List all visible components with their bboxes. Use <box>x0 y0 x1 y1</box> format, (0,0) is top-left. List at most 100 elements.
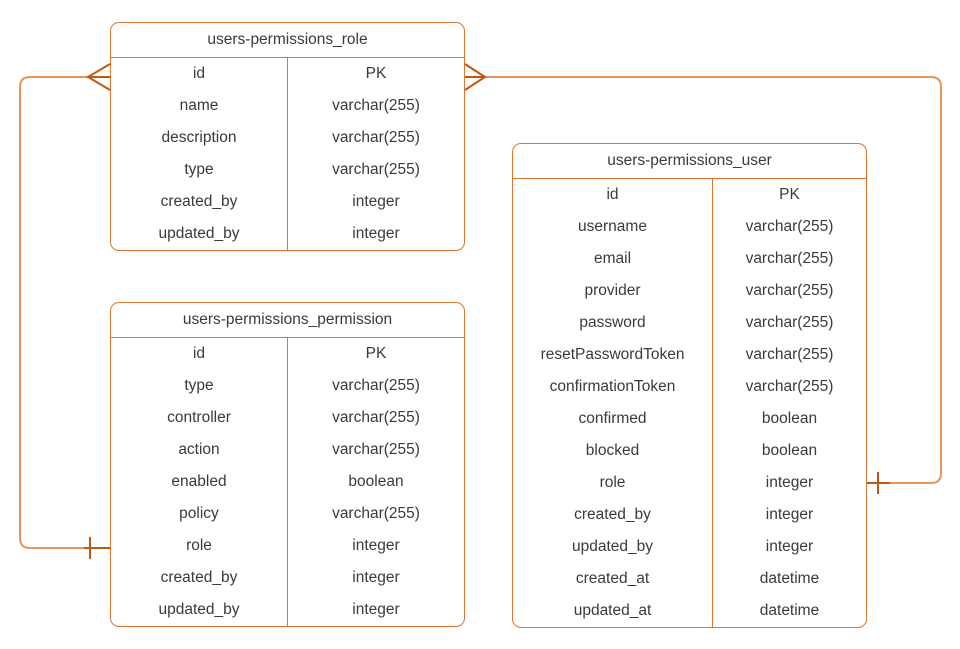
field-name-cell: username <box>513 211 713 243</box>
table-rows: id PK username varchar(255) email varcha… <box>513 179 866 627</box>
table-row: blocked boolean <box>513 435 866 467</box>
field-name-cell: resetPasswordToken <box>513 339 713 371</box>
field-type-cell: varchar(255) <box>332 377 420 394</box>
table-row: created_by integer <box>111 186 464 218</box>
field-name-cell: name <box>111 90 288 122</box>
field-name-cell: type <box>111 154 288 186</box>
field-type-cell: varchar(255) <box>745 314 834 331</box>
field-name-cell: policy <box>111 498 288 530</box>
field-name-cell: id <box>111 58 288 90</box>
table-row: confirmed boolean <box>513 403 866 435</box>
field-type-cell: varchar(255) <box>745 218 834 235</box>
field-name-cell: confirmed <box>513 403 713 435</box>
field-type-cell: integer <box>352 537 400 554</box>
table-row: updated_at datetime <box>513 595 866 627</box>
field-type-cell: integer <box>352 569 400 586</box>
field-type-cell: PK <box>365 65 387 82</box>
field-type-cell: varchar(255) <box>745 346 834 363</box>
cardinality-one-tick-icon <box>84 537 110 559</box>
table-row: updated_by integer <box>111 218 464 250</box>
table-rows: id PK name varchar(255) description varc… <box>111 58 464 250</box>
table-row: username varchar(255) <box>513 211 866 243</box>
field-type-cell: varchar(255) <box>332 129 420 146</box>
field-name-cell: role <box>513 467 713 499</box>
field-type-cell: boolean <box>761 410 818 427</box>
field-type-cell: varchar(255) <box>332 409 420 426</box>
field-name-cell: enabled <box>111 466 288 498</box>
field-type-cell: boolean <box>348 473 404 490</box>
crowsfoot-many-icon <box>464 63 487 91</box>
field-type-cell: integer <box>765 474 814 491</box>
field-name-cell: type <box>111 370 288 402</box>
table-row: policy varchar(255) <box>111 498 464 530</box>
field-type-cell: varchar(255) <box>332 161 420 178</box>
field-type-cell: datetime <box>759 570 820 587</box>
field-type-cell: varchar(255) <box>332 97 420 114</box>
table-row: confirmationToken varchar(255) <box>513 371 866 403</box>
table-row: enabled boolean <box>111 466 464 498</box>
field-type-cell: PK <box>779 186 800 203</box>
field-type-cell: PK <box>365 345 387 362</box>
table-title: users-permissions_user <box>513 144 866 179</box>
field-type-cell: integer <box>352 225 400 242</box>
field-name-cell: description <box>111 122 288 154</box>
field-name-cell: confirmationToken <box>513 371 713 403</box>
field-name-cell: created_by <box>111 186 288 218</box>
field-name-cell: role <box>111 530 288 562</box>
field-name-cell: created_by <box>513 499 713 531</box>
table-row: id PK <box>111 58 464 90</box>
table-row: role integer <box>513 467 866 499</box>
table-row: id PK <box>513 179 866 211</box>
table-row: description varchar(255) <box>111 122 464 154</box>
field-name-cell: id <box>513 179 713 211</box>
table-row: provider varchar(255) <box>513 275 866 307</box>
field-type-cell: integer <box>352 601 400 618</box>
field-type-cell: boolean <box>761 442 818 459</box>
field-name-cell: controller <box>111 402 288 434</box>
table-row: email varchar(255) <box>513 243 866 275</box>
table-row: created_at datetime <box>513 563 866 595</box>
table-row: created_by integer <box>513 499 866 531</box>
field-name-cell: created_at <box>513 563 713 595</box>
table-title: users-permissions_permission <box>111 303 464 338</box>
field-type-cell: varchar(255) <box>332 505 420 522</box>
table-row: id PK <box>111 338 464 370</box>
table-row: password varchar(255) <box>513 307 866 339</box>
field-name-cell: updated_by <box>111 218 288 250</box>
field-type-cell: integer <box>765 538 814 555</box>
table-row: name varchar(255) <box>111 90 464 122</box>
entity-table-users-permissions-role: users-permissions_role id PK name varcha… <box>110 22 465 251</box>
connector-role-permission-line <box>19 76 110 549</box>
field-name-cell: email <box>513 243 713 275</box>
field-type-cell: integer <box>352 193 400 210</box>
table-title: users-permissions_role <box>111 23 464 58</box>
field-name-cell: action <box>111 434 288 466</box>
field-name-cell: updated_by <box>111 594 288 626</box>
cardinality-one-tick-icon <box>867 472 890 494</box>
field-type-cell: datetime <box>759 602 820 619</box>
field-name-cell: updated_at <box>513 595 713 627</box>
field-name-cell: password <box>513 307 713 339</box>
entity-table-users-permissions-permission: users-permissions_permission id PK type … <box>110 302 465 627</box>
table-row: updated_by integer <box>513 531 866 563</box>
field-type-cell: integer <box>765 506 814 523</box>
table-row: role integer <box>111 530 464 562</box>
field-name-cell: updated_by <box>513 531 713 563</box>
field-name-cell: created_by <box>111 562 288 594</box>
table-row: controller varchar(255) <box>111 402 464 434</box>
field-name-cell: provider <box>513 275 713 307</box>
field-type-cell: varchar(255) <box>745 378 834 395</box>
field-type-cell: varchar(255) <box>745 282 834 299</box>
table-row: action varchar(255) <box>111 434 464 466</box>
table-row: resetPasswordToken varchar(255) <box>513 339 866 371</box>
field-type-cell: varchar(255) <box>332 441 420 458</box>
table-row: type varchar(255) <box>111 154 464 186</box>
table-row: type varchar(255) <box>111 370 464 402</box>
table-row: updated_by integer <box>111 594 464 626</box>
field-name-cell: id <box>111 338 288 370</box>
field-name-cell: blocked <box>513 435 713 467</box>
table-rows: id PK type varchar(255) controller varch… <box>111 338 464 626</box>
field-type-cell: varchar(255) <box>745 250 834 267</box>
entity-table-users-permissions-user: users-permissions_user id PK username va… <box>512 143 867 628</box>
